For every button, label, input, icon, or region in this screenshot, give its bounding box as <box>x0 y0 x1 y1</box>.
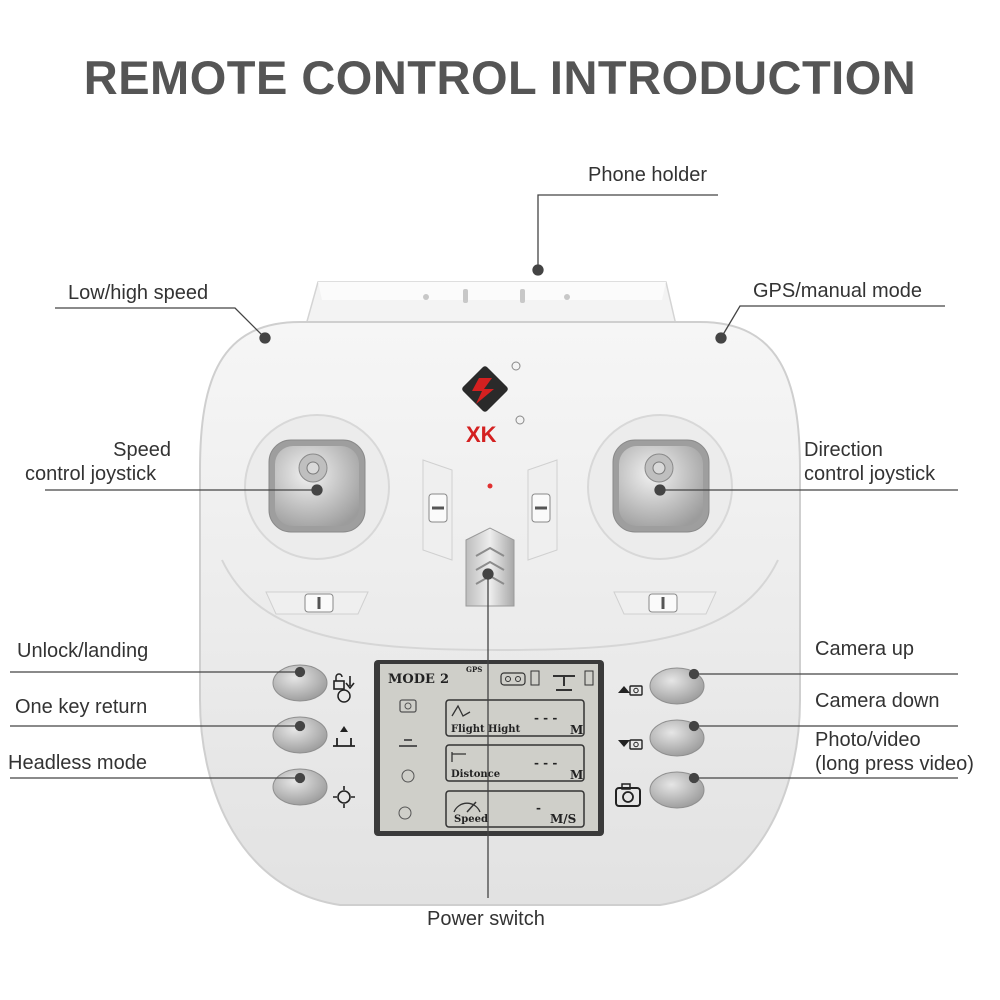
return-home-icon <box>333 726 355 747</box>
lcd-headless-icon <box>401 769 415 783</box>
lcd-distance-label: Distonce <box>451 769 500 780</box>
label-one-key-return: One key return <box>15 696 148 718</box>
page-title: REMOTE CONTROL INTRODUCTION <box>83 51 917 104</box>
label-gps-manual-mode: GPS/manual mode <box>753 280 922 302</box>
label-camera-down: Camera down <box>815 690 940 712</box>
label-camera-up: Camera up <box>815 638 914 660</box>
unlock-icon <box>333 673 355 703</box>
lcd-mode-value: 2 <box>440 672 449 687</box>
lcd-speed-value: - <box>536 801 541 815</box>
lcd-flight-height-label: Flight Hight <box>451 724 521 735</box>
lcd-distance-unit: M <box>570 768 583 782</box>
unlock-landing-button[interactable] <box>272 664 328 702</box>
label-unlock-landing: Unlock/landing <box>17 640 149 662</box>
right-vertical-trim[interactable] <box>527 459 558 561</box>
lcd-return-icon <box>399 739 417 747</box>
left-vertical-trim[interactable] <box>422 459 453 561</box>
label-direction-joystick-line1: Direction <box>804 439 883 461</box>
label-speed-joystick-line1: Speed <box>113 439 171 461</box>
label-power-switch: Power switch <box>427 908 545 930</box>
callout-lines <box>10 194 958 898</box>
power-switch[interactable] <box>465 527 515 607</box>
lcd-power-icon <box>398 806 412 820</box>
label-photo-video-line1: Photo/video <box>815 729 921 751</box>
label-photo-video-line2: (long press video) <box>815 753 974 775</box>
label-low-high-speed: Low/high speed <box>68 282 209 304</box>
right-horizontal-trim[interactable] <box>613 591 717 615</box>
label-speed-joystick-line2: control joystick <box>25 463 157 485</box>
label-headless-mode: Headless mode <box>8 752 147 774</box>
lcd-gps-badge: GPS <box>466 665 482 674</box>
camera-up-icon <box>618 685 643 696</box>
lcd-mode-label: MODE <box>388 672 435 687</box>
camera-down-icon <box>618 739 643 750</box>
camera-icon <box>615 783 641 807</box>
left-horizontal-trim[interactable] <box>265 591 369 615</box>
lcd-camera-icon <box>399 699 417 713</box>
lcd-speed-unit: M/S <box>550 812 576 826</box>
logo-text: XK <box>466 422 497 447</box>
lcd-flight-height-value: - - - <box>534 711 557 725</box>
lcd-speed-label: Speed <box>454 814 488 825</box>
xk-logo: XK <box>462 361 525 447</box>
lcd-distance-value: - - - <box>534 756 557 770</box>
label-direction-joystick-line2: control joystick <box>804 463 936 485</box>
label-phone-holder: Phone holder <box>588 164 707 186</box>
lcd-flight-height-unit: M <box>570 723 583 737</box>
headless-icon <box>333 786 355 808</box>
lcd-screen: MODE 2 GPS Flight Hight - - - M Distonce… <box>374 660 604 836</box>
